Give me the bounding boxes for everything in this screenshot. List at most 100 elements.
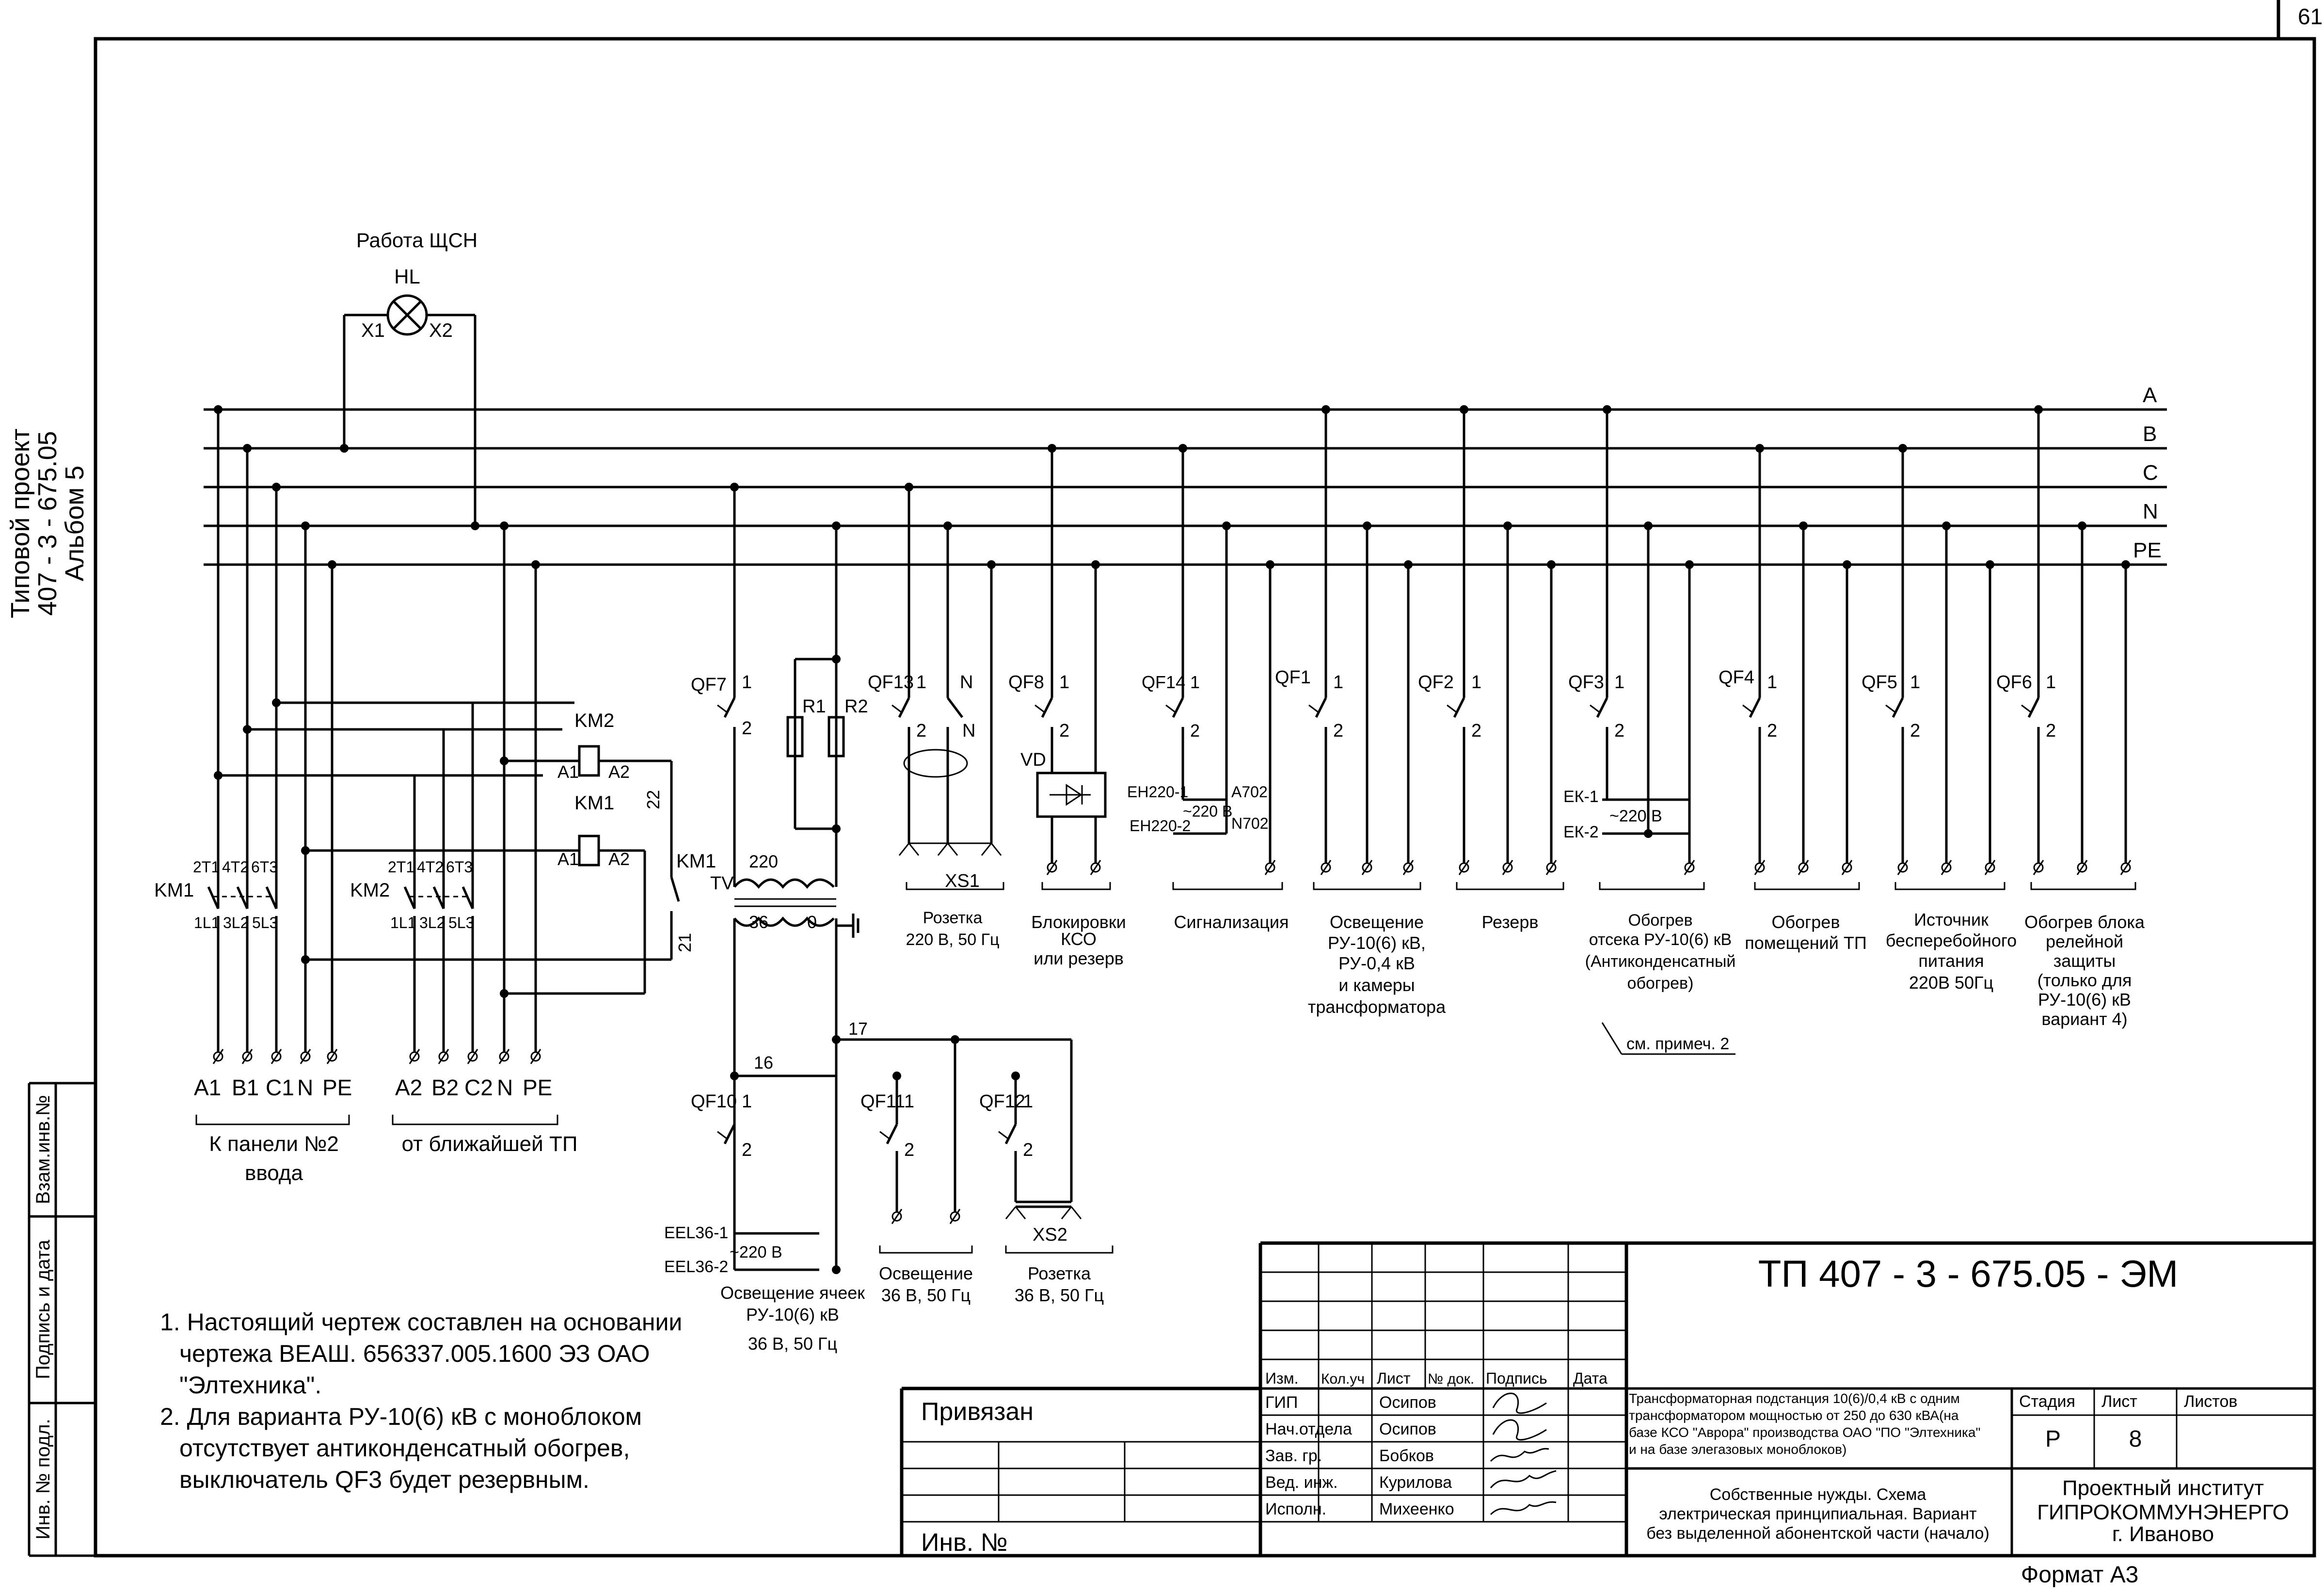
qf7-label: QF7 (691, 675, 727, 695)
input2-bot-term-1: 1L1 (390, 914, 416, 931)
coil-km2-name: KM2 (574, 710, 614, 731)
role-zav: Зав. гр. (1265, 1447, 1322, 1465)
name-4: Курилова (1379, 1473, 1452, 1492)
busbars (204, 408, 2167, 566)
qf5-label: QF5 (1862, 672, 1897, 693)
coil-km1-a2: A2 (608, 849, 630, 869)
name-1: Осипов (1379, 1393, 1436, 1412)
qf11-label: QF11 (860, 1091, 905, 1112)
page-number: 61 (2298, 4, 2323, 29)
qf2-pole1: 1 (1471, 672, 1481, 693)
qf11-caption-2: 36 В, 50 Гц (881, 1285, 971, 1305)
qf6-label: QF6 (1996, 672, 2032, 693)
input2-term-c2: C2 (464, 1075, 493, 1100)
qf3-caption-2: отсека РУ-10(6) кВ (1589, 931, 1732, 949)
input1-bot-term-2: 3L2 (223, 914, 249, 931)
qf3-label: QF3 (1568, 672, 1604, 693)
side-title-line-2: 407 - 3 - 675.05 (33, 431, 62, 615)
role-gip: ГИП (1265, 1393, 1298, 1412)
org-line-1: Проектный институт (2062, 1476, 2264, 1500)
qf7-pole2: 2 (742, 718, 752, 739)
signatures (1490, 1392, 1557, 1515)
side-title-line-1: Типовой проект (6, 428, 35, 618)
qf1-caption-5: трансформатора (1308, 997, 1446, 1017)
qf8-pole1: 1 (1059, 672, 1069, 693)
transformer-section (717, 483, 1071, 1270)
qf10-caption-1: Освещение ячеек (720, 1283, 865, 1303)
inv-no-label: Инв. № (921, 1529, 1007, 1557)
input2-top-term-1: 2T1 (388, 858, 414, 876)
bus-label-a: A (2143, 383, 2157, 407)
qf14-voltage: ~220 В (1183, 803, 1232, 820)
input2-caption: от ближайшей ТП (402, 1132, 578, 1156)
qf1-pole2: 2 (1333, 721, 1343, 741)
tv-220: 220 (749, 852, 778, 871)
input2-wiring (214, 521, 574, 1052)
note-line-4: 2. Для варианта РУ-10(6) кВ с моноблоком (160, 1403, 642, 1430)
qf14-feeder (1165, 444, 1283, 890)
qf6-caption-3: защиты (2053, 951, 2116, 971)
stage-label: Стадия (2019, 1392, 2075, 1411)
qf6-caption-6: вариант 4) (2041, 1009, 2127, 1029)
sheet-title-1: Собственные нужды. Схема (1710, 1485, 1926, 1504)
qf14-label: QF14 (1142, 672, 1185, 692)
tv-label: TV (710, 873, 734, 894)
qf4-caption-2: помещений ТП (1745, 933, 1867, 953)
lamp-designation: HL (394, 265, 420, 288)
note-line-6: выключатель QF3 будет резервным. (179, 1466, 589, 1493)
sheets-label: Листов (2184, 1392, 2237, 1411)
org-line-3: г. Иваново (2112, 1522, 2214, 1546)
qf10-label: QF10 (691, 1091, 737, 1112)
qf8-caption-1: Блокировки (1031, 912, 1126, 932)
input2-term-b2: B2 (431, 1075, 459, 1100)
r2-label: R2 (844, 696, 868, 717)
qf13-pole2: 2 (916, 721, 926, 741)
qf5-pole2: 2 (1910, 721, 1920, 741)
bus-label-n: N (2143, 500, 2158, 523)
qf3-pole1: 1 (1614, 672, 1624, 693)
name-5: Михеенко (1379, 1500, 1454, 1518)
qf6-caption-4: (только для (2037, 970, 2132, 990)
qf6-caption-1: Обогрев блока (2024, 912, 2145, 932)
qf13-caption-2: 220 В, 50 Гц (906, 931, 1000, 949)
input1-term-a1: A1 (194, 1075, 221, 1100)
qf3-ek-2: ЕК-2 (1563, 823, 1599, 841)
coil-km1-a1: A1 (557, 849, 579, 869)
qf4-pole2: 2 (1767, 721, 1777, 741)
qf10-pole1: 1 (742, 1091, 752, 1112)
input1-top-term-2: 4T2 (222, 858, 249, 876)
qf4-pole1: 1 (1767, 672, 1777, 693)
qf14-pole1: 1 (1190, 672, 1200, 692)
qf14-n702: N702 (1231, 815, 1269, 832)
coil-km2-a2: A2 (608, 762, 630, 782)
input1-bot-term-3: 5L3 (252, 914, 278, 931)
bus-label-pe: PE (2133, 538, 2162, 562)
qf13-n-top: N (960, 672, 973, 693)
header-nodok: № док. (1428, 1371, 1474, 1387)
format-label: Формат А3 (2021, 1562, 2139, 1588)
coil-km2-a1: A1 (557, 762, 579, 782)
input2-top-term-2: 4T2 (417, 858, 444, 876)
qf8-label: QF8 (1008, 672, 1044, 693)
role-nach: Нач.отдела (1265, 1420, 1352, 1438)
side-field-podpis: Подпись и дата (32, 1239, 54, 1379)
lamp-title: Работа ЩСН (356, 229, 478, 252)
qf14-eh220-2: ЕН220-2 (1130, 817, 1191, 835)
input2-term-n: N (497, 1075, 513, 1100)
qf14-eh220-1: ЕН220-1 (1127, 783, 1188, 801)
qf6-caption-2: релейной (2046, 931, 2123, 951)
input2-terminal-marks (392, 1049, 558, 1125)
object-title-2: трансформатором мощностью от 250 до 630 … (1629, 1408, 1959, 1423)
qf8-caption-3: или резерв (1034, 948, 1124, 968)
qf6-pole2: 2 (2046, 721, 2056, 741)
qf14-pole2: 2 (1190, 721, 1200, 741)
title-block-grid (900, 1241, 2314, 1556)
vd-label: VD (1020, 750, 1046, 770)
qf10-pole2: 2 (742, 1140, 752, 1160)
qf12-caption-2: 36 В, 50 Гц (1015, 1285, 1104, 1305)
input1-term-n: N (297, 1075, 313, 1100)
sheet-label: Лист (2101, 1392, 2137, 1411)
qf5-caption-1: Источник (1914, 910, 1989, 930)
qf6-feeder (2021, 405, 2136, 890)
side-title: Типовой проект 407 - 3 - 675.05 Альбом 5 (6, 428, 89, 618)
